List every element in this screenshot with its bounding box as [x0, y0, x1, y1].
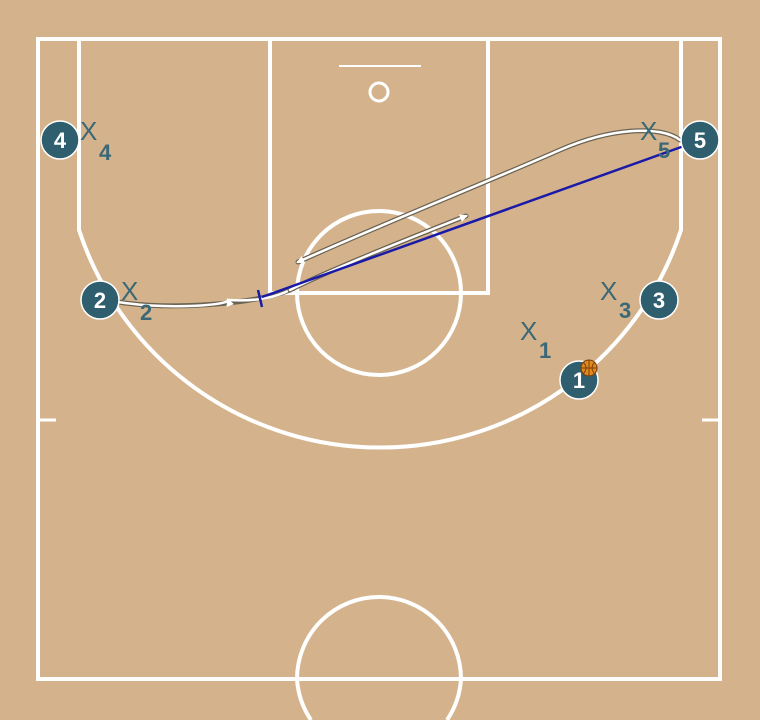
- player-4[interactable]: 4: [40, 120, 80, 160]
- player-3-number: 3: [653, 288, 665, 313]
- player-5-number: 5: [694, 128, 706, 153]
- paint-lane: [268, 37, 490, 295]
- defender-x1-mark: X: [520, 316, 537, 346]
- center-circle-below: [295, 678, 313, 720]
- defender-x5-number: 5: [658, 138, 670, 163]
- defender-x2-number: 2: [140, 300, 152, 325]
- center-circle-below-right: [445, 678, 463, 720]
- pass-line: [261, 144, 685, 299]
- player-2-number: 2: [94, 288, 106, 313]
- defender-x5: X 5: [640, 116, 670, 163]
- cut-path-player-5: [295, 128, 683, 265]
- defender-x4: X 4: [80, 116, 112, 165]
- basketball-icon: [580, 359, 598, 377]
- cut-path-player-2: [115, 287, 293, 309]
- defender-x4-number: 4: [99, 140, 112, 165]
- defender-x1-number: 1: [539, 338, 551, 363]
- defender-x4-mark: X: [80, 116, 97, 146]
- defender-x3: X 3: [600, 276, 631, 323]
- player-4-number: 4: [54, 128, 67, 153]
- defender-x5-mark: X: [640, 116, 657, 146]
- defender-x2: X 2: [121, 276, 152, 325]
- defender-x3-number: 3: [619, 298, 631, 323]
- player-1-number: 1: [573, 368, 585, 393]
- player-2[interactable]: 2: [80, 280, 120, 320]
- free-throw-circle: [295, 209, 463, 377]
- defender-x3-mark: X: [600, 276, 617, 306]
- center-circle: [295, 595, 463, 680]
- defender-x1: X 1: [520, 316, 551, 363]
- player-5[interactable]: 5: [680, 120, 720, 160]
- pass-line-tick: [256, 289, 264, 308]
- defender-x2-mark: X: [121, 276, 138, 306]
- basket-rim: [368, 81, 390, 103]
- player-3[interactable]: 3: [639, 280, 679, 320]
- three-point-line: [77, 39, 683, 450]
